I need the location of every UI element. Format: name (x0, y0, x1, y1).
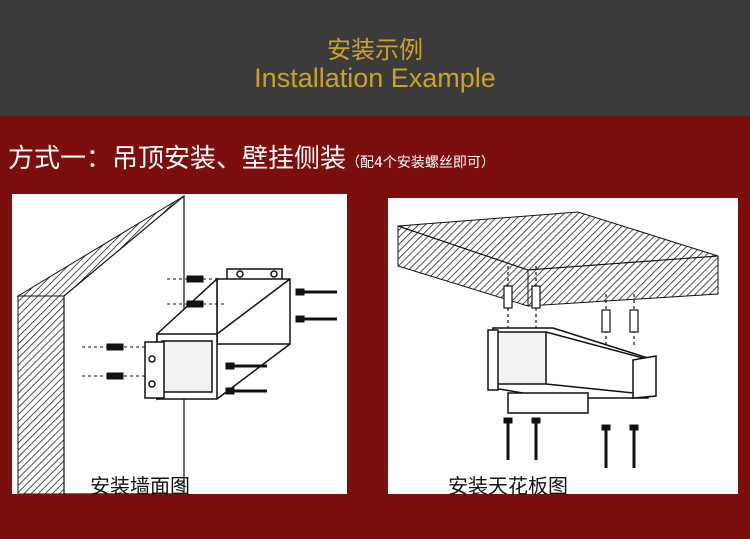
wall-install-diagram (16, 194, 337, 494)
header-bar: 安装示例 Installation Example (0, 0, 750, 116)
camera-bracket (487, 327, 657, 414)
ceiling-screws (503, 417, 639, 468)
method-note: （配4个安装螺丝即可） (346, 155, 495, 171)
method-heading: 方式一：吊顶安装、壁挂侧装（配4个安装螺丝即可） (8, 138, 495, 175)
ceiling-block (397, 211, 719, 307)
camera-bracket (144, 268, 291, 401)
page-title: 安装示例 (327, 36, 423, 64)
ceiling-install-diagram (397, 211, 719, 468)
wall-install-panel: 安装墙面图 (12, 194, 347, 498)
ceiling-install-panel: 安装天花板图 (388, 198, 738, 498)
ceiling-caption: 安装天花板图 (448, 474, 568, 498)
wall-block (16, 194, 185, 494)
method-label: 方式一：吊顶安装、壁挂侧装 (8, 144, 347, 174)
wall-screws (82, 275, 337, 395)
page-subtitle: Installation Example (254, 63, 496, 93)
ceiling-anchors (503, 266, 639, 348)
wall-caption: 安装墙面图 (90, 474, 190, 498)
